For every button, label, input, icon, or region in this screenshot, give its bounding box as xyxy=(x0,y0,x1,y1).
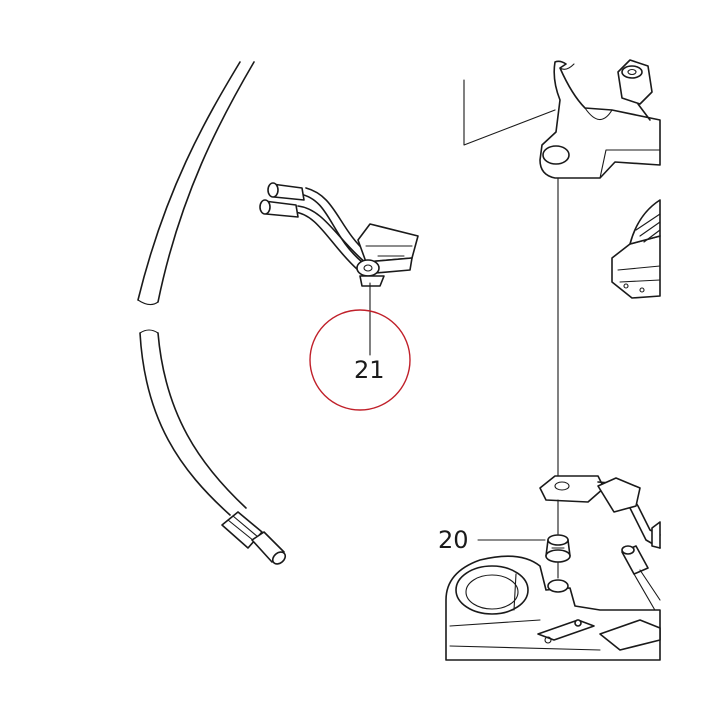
upper-housing xyxy=(463,59,661,179)
base-housing xyxy=(445,555,661,661)
sensor-unit xyxy=(611,199,661,299)
base-bore-ring xyxy=(455,565,529,615)
cable-lower-segment xyxy=(139,329,247,516)
sensor-fitting xyxy=(621,521,661,613)
callout-21-highlight-circle xyxy=(309,309,411,411)
callout-21-label: 21 xyxy=(354,356,385,384)
harness-ring-terminal xyxy=(356,259,385,287)
harness-terminal-upper xyxy=(267,182,305,201)
callout-21[interactable]: 21 xyxy=(309,282,411,411)
housing-bolt xyxy=(617,59,653,105)
cable-assembly xyxy=(137,61,287,565)
callout-20-label: 20 xyxy=(438,526,469,554)
lower-bracket xyxy=(539,475,661,549)
cable-upper-segment xyxy=(137,61,255,306)
harness-wires xyxy=(293,187,369,271)
base-mount-hole xyxy=(547,579,569,593)
harness-terminal-lower xyxy=(259,199,299,218)
callout-20[interactable]: 20 xyxy=(438,526,546,554)
grommet-part-20 xyxy=(545,499,571,579)
housing-mount-hole xyxy=(542,145,570,165)
cable-end-nut xyxy=(221,511,287,565)
wiring-harness-part-21 xyxy=(259,182,419,287)
